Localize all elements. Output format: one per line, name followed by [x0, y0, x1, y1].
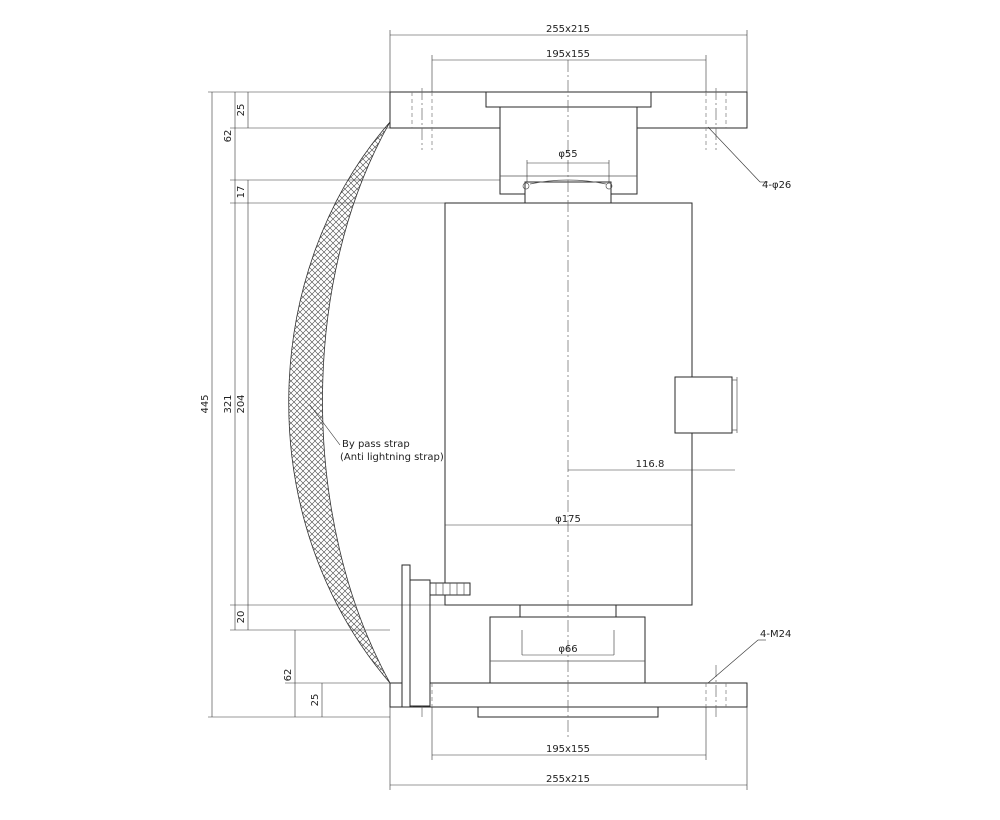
bottom-flange — [389, 682, 748, 708]
callout-strap-line1: By pass strap — [342, 439, 410, 450]
dim-bottom-plate: 25 — [310, 694, 321, 707]
dim-neck-height: 17 — [236, 186, 247, 199]
dim-top-height: 62 — [223, 130, 234, 143]
dim-top-bore: φ55 — [558, 149, 577, 160]
dim-bottom-bore: φ66 — [558, 644, 577, 655]
callout-top-holes: 4-φ26 — [762, 180, 791, 191]
callout-bottom-threads: 4-M24 — [760, 629, 791, 640]
cylinder-body — [444, 202, 693, 606]
bypass-strap — [288, 121, 391, 684]
top-adapter — [485, 91, 652, 108]
dim-body-height: 204 — [236, 394, 247, 413]
dim-bottom-flange-inner: 195x155 — [546, 744, 590, 755]
dim-bottom-neck: 20 — [236, 611, 247, 624]
dim-top-flange-inner: 195x155 — [546, 49, 590, 60]
dim-connector-offset: 116.8 — [636, 459, 665, 470]
dim-body-diameter: φ175 — [555, 514, 581, 525]
dim-body-total: 321 — [223, 394, 234, 413]
connector — [674, 376, 733, 434]
strap-bracket — [401, 564, 411, 708]
callout-strap-line2: (Anti lightning strap) — [340, 452, 444, 463]
dim-bottom-flange-outer: 255x215 — [546, 774, 590, 785]
dim-top-flange-outer: 255x215 — [546, 24, 590, 35]
dim-bottom-height: 62 — [283, 669, 294, 682]
dim-top-plate: 25 — [236, 104, 247, 117]
bottom-adapter — [489, 616, 646, 684]
dim-overall-height: 445 — [200, 394, 211, 413]
